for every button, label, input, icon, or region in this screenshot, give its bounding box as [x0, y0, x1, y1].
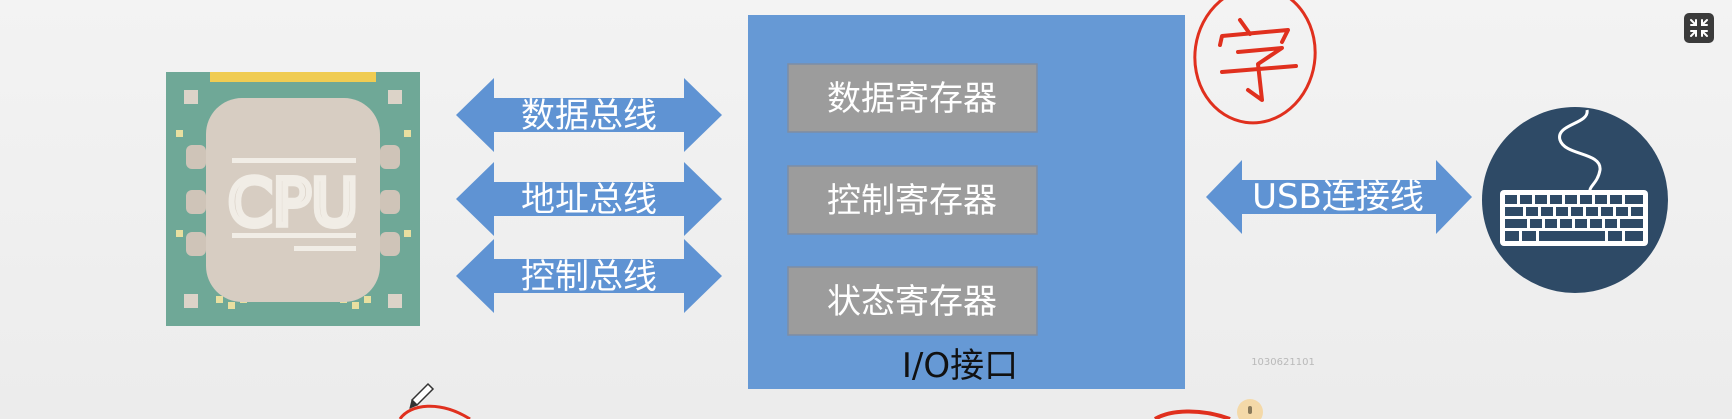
status-register: 状态寄存器	[787, 266, 1038, 336]
cpu-label: CPU	[228, 167, 358, 241]
control-register: 控制寄存器	[787, 165, 1038, 235]
usb-cable-arrow: USB连接线	[1206, 160, 1472, 234]
data-register: 数据寄存器	[787, 63, 1038, 133]
status-register-label: 状态寄存器	[827, 282, 997, 322]
io-interface: 数据寄存器 控制寄存器 状态寄存器 I/O接口	[748, 15, 1185, 389]
io-interface-title: I/O接口	[902, 346, 1018, 386]
address-bus-arrow: 地址总线	[456, 162, 722, 236]
address-bus-label: 地址总线	[521, 180, 657, 220]
chip-corner-squares	[184, 90, 402, 308]
data-register-label: 数据寄存器	[827, 79, 997, 119]
bus-arrows: 数据总线 地址总线 控制总线	[456, 78, 722, 313]
chip-side-pads	[186, 145, 400, 256]
control-bus-label: 控制总线	[521, 257, 657, 297]
pen-icon	[409, 382, 435, 409]
data-bus-arrow: 数据总线	[456, 78, 722, 152]
watermark-text: 1030621101	[1251, 357, 1315, 368]
keyboard-icon	[1482, 107, 1668, 293]
keyboard-keys	[1505, 195, 1643, 241]
fullscreen-collapse-icon	[1690, 19, 1708, 37]
fullscreen-button[interactable]	[1684, 13, 1714, 43]
pointer-icon	[1237, 399, 1263, 419]
chip-top-strip	[210, 72, 376, 82]
cpu-chip-icon: CPU	[166, 72, 420, 326]
control-bus-arrow: 控制总线	[456, 239, 722, 313]
data-bus-label: 数据总线	[521, 96, 657, 136]
usb-cable-label: USB连接线	[1252, 177, 1424, 217]
control-register-label: 控制寄存器	[827, 181, 997, 221]
handwritten-annotation: 字	[398, 0, 1317, 419]
